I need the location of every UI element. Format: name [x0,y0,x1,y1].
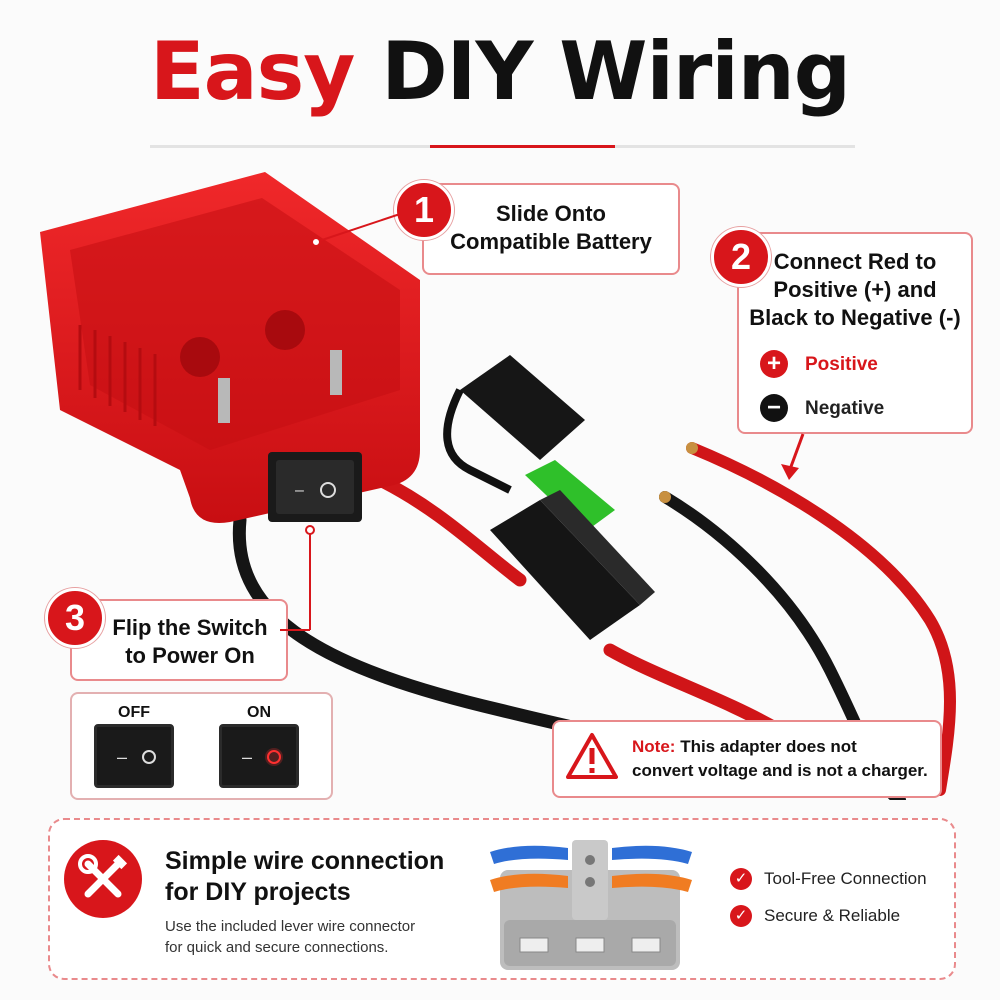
step-2-arrow [781,433,805,480]
positive-label: Positive [805,354,878,375]
step-2-line-2: Positive (+) and [773,277,937,302]
note-label: Note: [632,737,676,756]
red-wire-to-fuse [373,473,527,587]
fuse-holder [490,500,640,640]
title-rule-left [150,145,430,148]
title-diy-wiring: DIY Wiring [381,25,851,118]
negative-label: Negative [805,398,885,419]
bottom-description: Use the included lever wire connector fo… [165,916,465,958]
step-3-pointer [280,525,315,631]
bottom-desc-line-1: Use the included lever wire connector [165,918,416,935]
step-3-line-2: to Power On [125,643,255,668]
red-wire-loose [686,442,956,796]
bottom-desc-line-2: for quick and secure connections. [165,939,389,956]
warning-triangle-icon [566,733,618,779]
bottom-heading-line-1: Simple wire connection [165,847,445,875]
title-easy: Easy [150,25,355,118]
title-rule-right [615,145,855,148]
title-rule-center [430,145,615,148]
step-1-pointer [311,213,401,247]
step-2-line-3: Black to Negative (-) [749,305,961,330]
step-1-callout [422,183,680,275]
step-1-line-1: Slide Onto [496,201,606,226]
step-1-line-2: Compatible Battery [450,229,652,254]
bottom-heading: Simple wire connection for DIY projects [165,846,465,908]
switch-off-illustration: – [94,724,174,788]
adapter-top-recess [70,198,400,450]
feature-tool-free: Tool-Free Connection [764,869,927,888]
note-line-2: convert voltage and is not a charger. [632,761,928,780]
step-3-text: Flip the Switch to Power On [100,614,280,670]
check-circle-icon: ✓ [730,905,752,927]
page-title: Easy DIY Wiring [0,22,1000,122]
svg-text:–: – [242,747,252,767]
fuse-cap [460,355,585,460]
off-label: OFF [118,704,150,721]
negative-icon: − [760,394,788,422]
positive-icon: + [760,350,788,378]
check-circle-icon: ✓ [730,868,752,890]
step-2-text: Connect Red to Positive (+) and Black to… [747,248,963,332]
step-2-badge: 2 [711,227,771,287]
svg-text:–: – [295,482,304,499]
fuse-blade [525,460,615,532]
on-label: ON [247,704,271,721]
note-callout [552,720,942,798]
step-1-badge: 1 [394,180,454,240]
svg-text:–: – [117,747,127,767]
step-2-line-1: Connect Red to [773,249,937,274]
adapter-illustration: – [40,172,956,800]
step-3-callout [70,599,288,681]
step-3-badge: 3 [45,588,105,648]
switch-on-illustration: – [219,724,299,788]
wrench-screwdriver-icon [64,840,142,918]
note-text: Note: This adapter does not convert volt… [632,735,932,783]
step-3-line-1: Flip the Switch [112,615,268,640]
step-1-text: Slide Onto Compatible Battery [432,200,670,256]
bottom-heading-line-2: for DIY projects [165,878,351,906]
note-line-1: This adapter does not [680,737,857,756]
feature-secure-reliable: Secure & Reliable [764,906,901,925]
lever-wire-connector-illustration [490,840,692,970]
